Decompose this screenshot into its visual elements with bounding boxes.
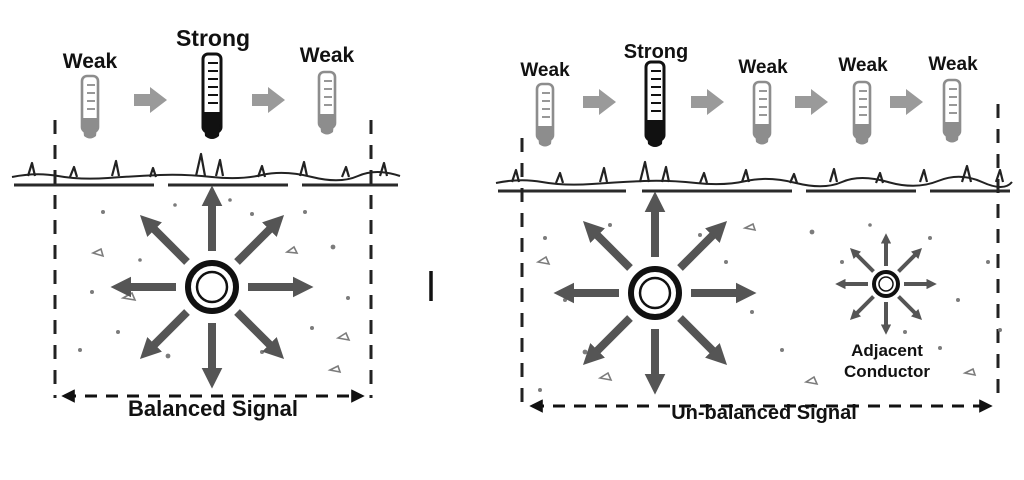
left-weak-label-1: Weak — [63, 50, 118, 73]
adjacent-conductor-label-line1: Adjacent — [851, 341, 923, 360]
left-panel: Weak Strong Weak — [11, 25, 401, 421]
receiver-meter-weak-icon — [80, 74, 100, 140]
left-weak-label-2: Weak — [300, 44, 355, 67]
ground-surface-right — [495, 160, 1013, 193]
right-weak-label-2: Weak — [738, 57, 788, 78]
right-weak-label-3: Weak — [838, 55, 888, 76]
right-caption: Un-balanced Signal — [671, 402, 857, 424]
receiver-meter-weak-icon — [535, 82, 555, 148]
receiver-meter-strong-icon — [201, 52, 223, 141]
receiver-meter-strong-icon — [644, 60, 666, 149]
soil-speckles-right — [535, 222, 1002, 392]
right-strong-label: Strong — [624, 41, 688, 63]
right-panel: Weak Strong Weak Weak Weak — [495, 41, 1013, 424]
right-weak-label-4: Weak — [928, 54, 978, 75]
right-arrow-icon — [583, 89, 616, 115]
receiver-meter-weak-icon — [317, 70, 337, 136]
right-arrow-icon — [134, 87, 167, 113]
boundary-dashed-lines-right — [520, 104, 1000, 404]
conductor-pipe — [185, 260, 239, 314]
left-strong-label: Strong — [176, 25, 250, 51]
soil-speckles-left — [78, 198, 351, 374]
receiver-meter-weak-icon — [852, 80, 872, 146]
right-arrow-icon — [890, 89, 923, 115]
conductor-pipe — [628, 266, 682, 320]
ground-surface-left — [11, 152, 401, 187]
left-caption: Balanced Signal — [128, 396, 298, 421]
receiver-meter-weak-icon — [752, 80, 772, 146]
receiver-meter-weak-icon — [942, 78, 962, 144]
right-arrow-icon — [795, 89, 828, 115]
right-weak-label-1: Weak — [520, 60, 570, 81]
right-arrow-icon — [252, 87, 285, 113]
adjacent-conductor-label-line2: Conductor — [844, 362, 930, 381]
boundary-dashed-lines-left — [53, 120, 373, 398]
adjacent-conductor-pipe — [872, 270, 900, 298]
right-arrow-icon — [691, 89, 724, 115]
